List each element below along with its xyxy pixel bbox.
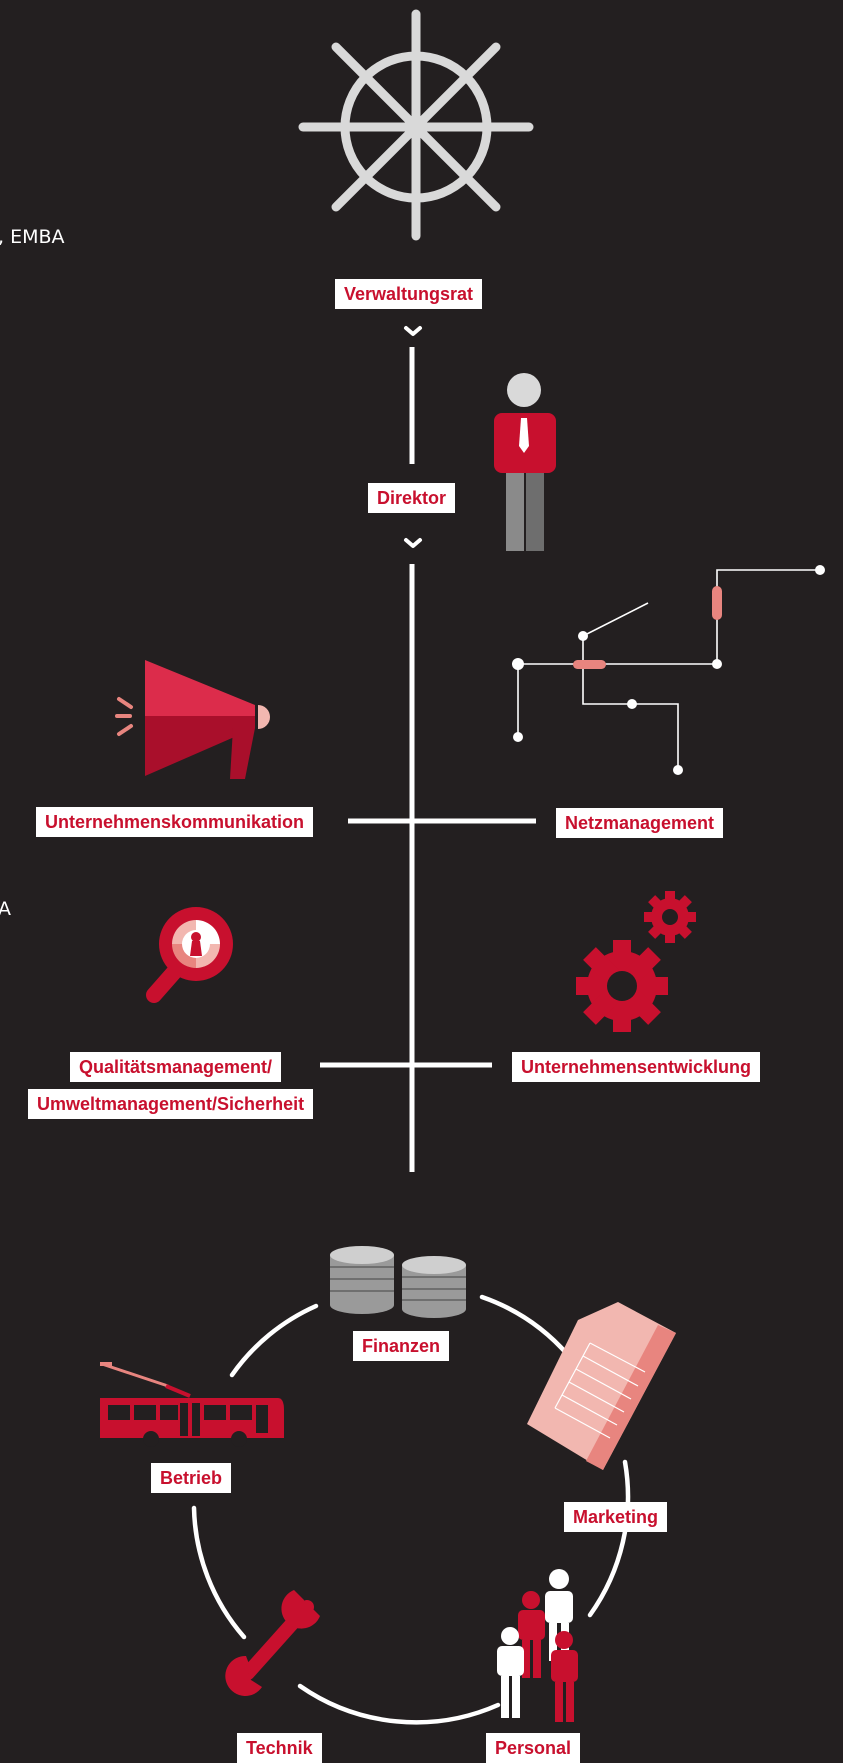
people-icon xyxy=(497,1569,578,1722)
network-nodes xyxy=(512,565,825,775)
network-map-icon xyxy=(517,569,820,770)
edge-text-fragment: A xyxy=(0,898,11,920)
person-tie-icon xyxy=(494,373,556,551)
megaphone-icon xyxy=(115,660,270,779)
quality-management-label-line1: Qualitätsmanagement/ xyxy=(70,1052,282,1082)
hierarchy-connector-lines xyxy=(320,347,536,1172)
wrench-icon xyxy=(225,1590,320,1696)
trolleybus-icon xyxy=(100,1362,284,1447)
edge-text-fragment: , EMBA xyxy=(0,226,65,248)
gears-icon xyxy=(576,891,696,1032)
operations-label: Betrieb xyxy=(151,1463,232,1493)
board-label: Verwaltungsrat xyxy=(335,279,483,309)
quality-management-label-line2: Umweltmanagement/Sicherheit xyxy=(28,1089,314,1119)
personnel-label: Personal xyxy=(486,1733,581,1763)
coins-icon xyxy=(330,1246,466,1318)
technology-label: Technik xyxy=(237,1733,322,1763)
network-management-label: Netzmanagement xyxy=(556,808,724,838)
chevron-down-icon xyxy=(404,326,422,548)
corporate-development-label: Unternehmensentwicklung xyxy=(512,1052,761,1082)
ship-wheel-icon xyxy=(298,9,534,241)
marketing-label: Marketing xyxy=(564,1502,668,1532)
ticket-icon xyxy=(527,1302,676,1470)
network-segments xyxy=(573,586,722,669)
department-cycle-arcs xyxy=(191,1294,631,1725)
corporate-communication-label: Unternehmenskommunikation xyxy=(36,807,314,837)
magnifier-keyhole-icon xyxy=(146,907,233,1003)
finance-label: Finanzen xyxy=(353,1331,450,1361)
director-label: Direktor xyxy=(368,483,456,513)
